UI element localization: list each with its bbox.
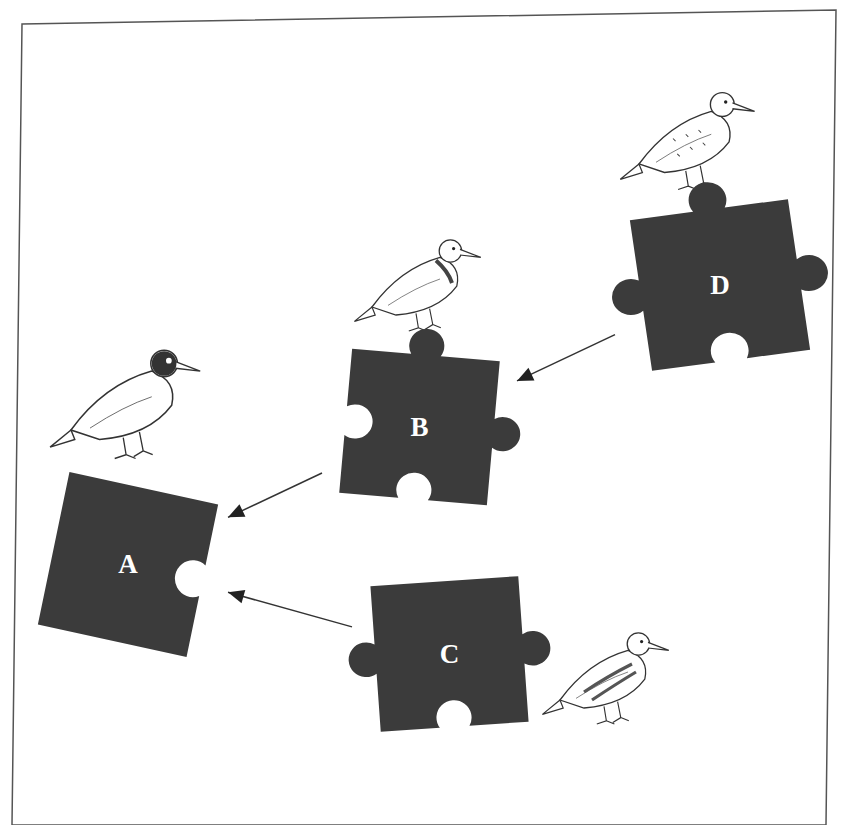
arrow-line [228,592,352,627]
bird-drawing [620,93,754,190]
arrow-connector [517,335,615,381]
bird-drawing [542,633,668,724]
puzzle-piece: D [615,185,825,385]
arrow-connector [228,473,322,517]
puzzle-outline [344,574,556,733]
arrow-head [517,368,534,381]
piece-letter: B [410,412,428,443]
puzzle-outline [38,472,218,657]
puzzle-piece: B [322,332,517,522]
puzzle-outline [597,168,839,375]
arrow-line [517,335,615,381]
puzzle-outline [339,323,529,508]
piece-text-box: D [615,185,825,385]
piece-letter: D [710,270,730,301]
puzzle-piece: C [352,558,547,750]
page-border [12,10,836,825]
arrow-head [228,504,245,517]
puzzle-piece: A [28,462,228,667]
piece-letter: C [440,639,460,670]
piece-letter: A [118,549,138,580]
piece-text-box: B [322,332,517,522]
bird-drawing [354,240,480,331]
bird-drawing [50,350,200,458]
piece-text-box: C [352,558,547,750]
piece-text-box: A [28,462,228,667]
arrow-head [228,590,245,603]
arrow-connector [228,590,352,627]
arrow-line [228,473,322,517]
